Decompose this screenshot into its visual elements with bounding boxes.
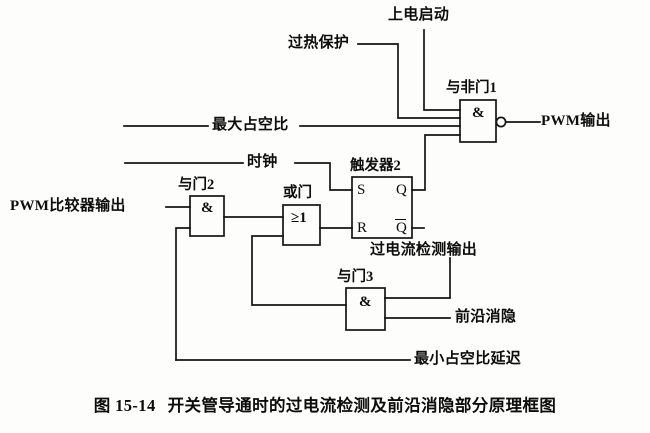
nand1-inversion-bubble [495,116,507,128]
flipflop2-pin-s: S [357,182,366,198]
gate-label-flipflop2: 触发器2 [350,158,401,174]
label-power-on-start: 上电启动 [388,7,450,23]
wire-q-to-nand [411,134,461,191]
figure-caption: 图 15-14 开关管导通时的过电流检测及前沿消隐部分原理框图 [0,392,650,416]
flipflop2-pin-qbar: Q [396,220,407,236]
wire-overcurrent-output [384,257,451,299]
wire-thermal-protection [357,43,461,119]
gate-label-or1: 或门 [283,185,312,201]
flipflop2-box [351,176,413,239]
label-pwm-comparator-output: PWM比较器输出 [10,198,126,214]
flipflop2-qbar-overline [395,219,406,220]
label-min-duty-cycle-delay: 最小占空比延迟 [414,351,522,367]
figure-number: 图 15-14 [93,396,156,415]
and2-symbol: & [201,200,214,216]
wire-clock-right [294,162,353,191]
flipflop2-pin-q: Q [396,182,407,198]
wire-and3-to-or [251,235,347,306]
gate-label-and3: 与门3 [337,269,374,285]
label-overcurrent-detect-output: 过电流检测输出 [370,242,478,258]
gate-label-and2: 与门2 [178,177,215,193]
label-clock: 时钟 [247,154,278,170]
and3-box [345,287,386,331]
figure-caption-text: 开关管导通时的过电流检测及前沿消隐部分原理框图 [167,396,557,415]
gate-label-nand1: 与非门1 [446,80,497,96]
or1-box [282,204,321,246]
label-max-duty-cycle: 最大占空比 [212,117,289,133]
label-leading-edge-blanking: 前沿消隐 [455,309,517,325]
label-thermal-protection: 过热保护 [288,35,350,51]
label-pwm-output: PWM输出 [541,113,611,129]
flipflop2-pin-r: R [357,220,368,236]
or1-symbol: ≥1 [291,210,307,226]
nand1-symbol: & [472,105,485,121]
and3-symbol: & [359,294,372,310]
wire-and2-lower-input [175,227,191,361]
and2-box [189,195,225,237]
wire-power-on-start [423,29,461,111]
